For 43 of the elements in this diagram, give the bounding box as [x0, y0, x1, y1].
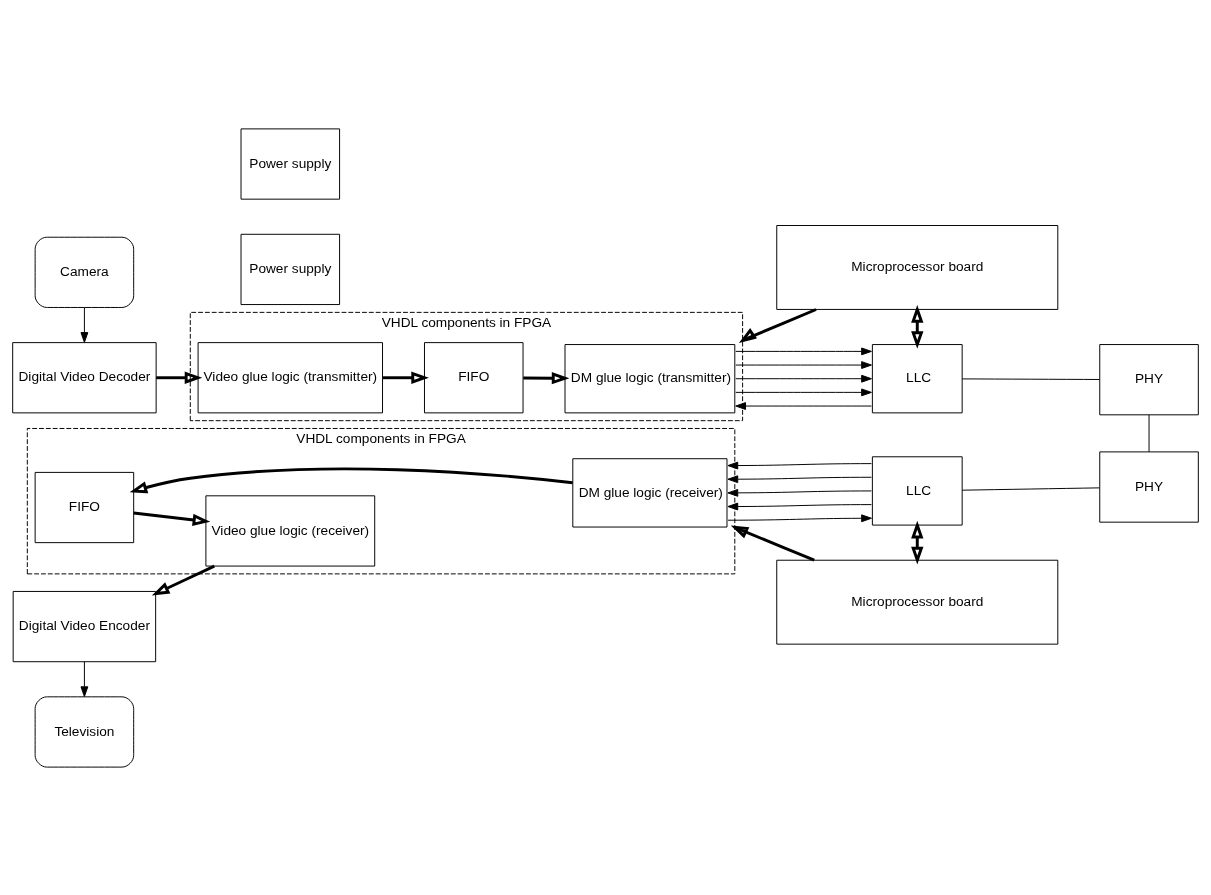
node-box: Video glue logic (transmitter) — [197, 341, 383, 413]
arrow — [735, 387, 872, 396]
arrow — [735, 360, 872, 369]
node-box: PHY — [1099, 450, 1199, 523]
node-box: FIFO — [34, 471, 135, 543]
node-box: Power supply — [240, 233, 341, 305]
node-box: PHY — [1099, 343, 1199, 415]
node-box: DM glue logic (receiver) — [572, 457, 728, 528]
node-box: FIFO — [424, 341, 524, 413]
arrow — [735, 401, 872, 410]
node-box: LLC — [871, 343, 963, 413]
node-box: Camera — [34, 236, 135, 308]
arrow — [738, 307, 817, 343]
arrow — [730, 524, 815, 561]
node-box: Power supply — [240, 127, 341, 200]
node-box: Television — [34, 695, 135, 768]
arrow — [382, 371, 429, 384]
arrow — [727, 474, 872, 483]
arrow — [80, 660, 89, 697]
connector — [1148, 413, 1150, 452]
arrow — [80, 306, 89, 343]
arrow — [727, 513, 872, 522]
arrow — [129, 467, 573, 493]
arrow — [156, 371, 203, 384]
arrow — [151, 564, 215, 595]
arrow — [727, 461, 872, 469]
node-box: Digital Video Decoder — [12, 341, 157, 413]
arrow — [727, 502, 872, 510]
arrow — [133, 511, 211, 526]
arrow — [735, 374, 872, 383]
node-box: Microprocessor board — [776, 224, 1059, 310]
arrow — [911, 520, 924, 564]
arrow — [911, 304, 924, 349]
connector — [961, 486, 1100, 491]
arrow — [727, 488, 872, 497]
node-box: DM glue logic (transmitter) — [564, 343, 736, 413]
node-box: Microprocessor board — [776, 559, 1059, 645]
node-box: Digital Video Encoder — [12, 590, 157, 662]
arrow — [735, 347, 872, 355]
node-box: Video glue logic (receiver) — [205, 494, 376, 567]
arrow — [523, 371, 570, 384]
connector — [961, 377, 1100, 380]
node-box: LLC — [871, 455, 963, 526]
